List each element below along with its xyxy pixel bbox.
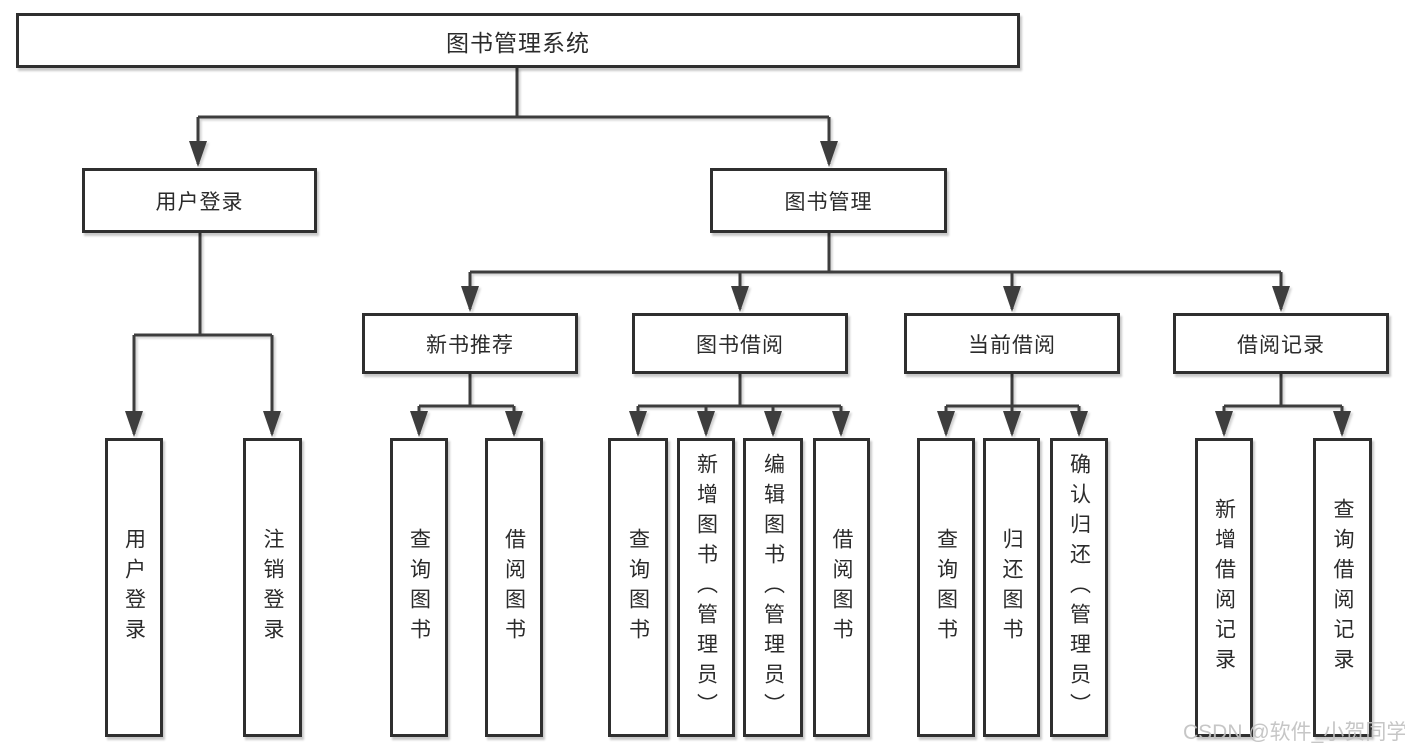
- arrowhead-icon: [1003, 411, 1021, 437]
- leaf-borrow-borrow-books: 借阅图书: [813, 438, 870, 737]
- arrowhead-icon: [263, 411, 281, 437]
- arrowhead-icon: [832, 411, 850, 437]
- connector-login-to-children: [132, 233, 274, 434]
- csdn-watermark: CSDN @软件_小贺同学: [1183, 721, 1405, 744]
- node-new-book-recommend: 新书推荐: [362, 313, 578, 374]
- arrowhead-icon: [125, 411, 143, 437]
- leaf-current-confirm-return-admin: 确认归还（管理员）: [1050, 438, 1108, 737]
- arrowhead-icon: [410, 411, 428, 437]
- arrowhead-icon: [1003, 286, 1021, 312]
- arrowhead-icon: [764, 411, 782, 437]
- arrowhead-icon: [731, 286, 749, 312]
- node-book-management: 图书管理: [710, 168, 947, 233]
- arrowhead-icon: [505, 411, 523, 437]
- node-book-borrow: 图书借阅: [632, 313, 848, 374]
- leaf-borrow-add-books-admin: 新增图书（管理员）: [677, 438, 735, 737]
- leaf-user-login: 用户登录: [105, 438, 163, 737]
- arrowhead-icon: [820, 141, 838, 167]
- arrowhead-icon: [1272, 286, 1290, 312]
- leaf-records-query-record: 查询借阅记录: [1313, 438, 1372, 737]
- leaf-borrow-edit-books-admin: 编辑图书（管理员）: [743, 438, 803, 737]
- leaf-recommend-query-books: 查询图书: [390, 438, 448, 737]
- connector-root-to-level2: [196, 68, 831, 164]
- node-root-system: 图书管理系统: [16, 13, 1020, 68]
- arrowhead-icon: [189, 141, 207, 167]
- leaf-logout: 注销登录: [243, 438, 302, 737]
- leaf-recommend-borrow-books: 借阅图书: [485, 438, 543, 737]
- leaf-current-query-books: 查询图书: [917, 438, 975, 737]
- arrowhead-icon: [1215, 411, 1233, 437]
- arrowhead-icon: [697, 411, 715, 437]
- connector-borrow-to-children: [636, 374, 843, 434]
- arrowhead-icon: [937, 411, 955, 437]
- node-current-borrow: 当前借阅: [904, 313, 1120, 374]
- arrowhead-icon: [1333, 411, 1351, 437]
- arrowhead-icon: [1070, 411, 1088, 437]
- node-borrow-records: 借阅记录: [1173, 313, 1389, 374]
- connector-recommend-to-children: [417, 374, 516, 434]
- node-user-login: 用户登录: [82, 168, 317, 233]
- leaf-records-add-record: 新增借阅记录: [1195, 438, 1253, 737]
- leaf-current-return-books: 归还图书: [983, 438, 1040, 737]
- connector-records-to-children: [1222, 374, 1344, 434]
- arrowhead-icon: [461, 286, 479, 312]
- leaf-borrow-query-books: 查询图书: [608, 438, 668, 737]
- connector-mgmt-to-level3: [468, 233, 1283, 309]
- arrowhead-icon: [629, 411, 647, 437]
